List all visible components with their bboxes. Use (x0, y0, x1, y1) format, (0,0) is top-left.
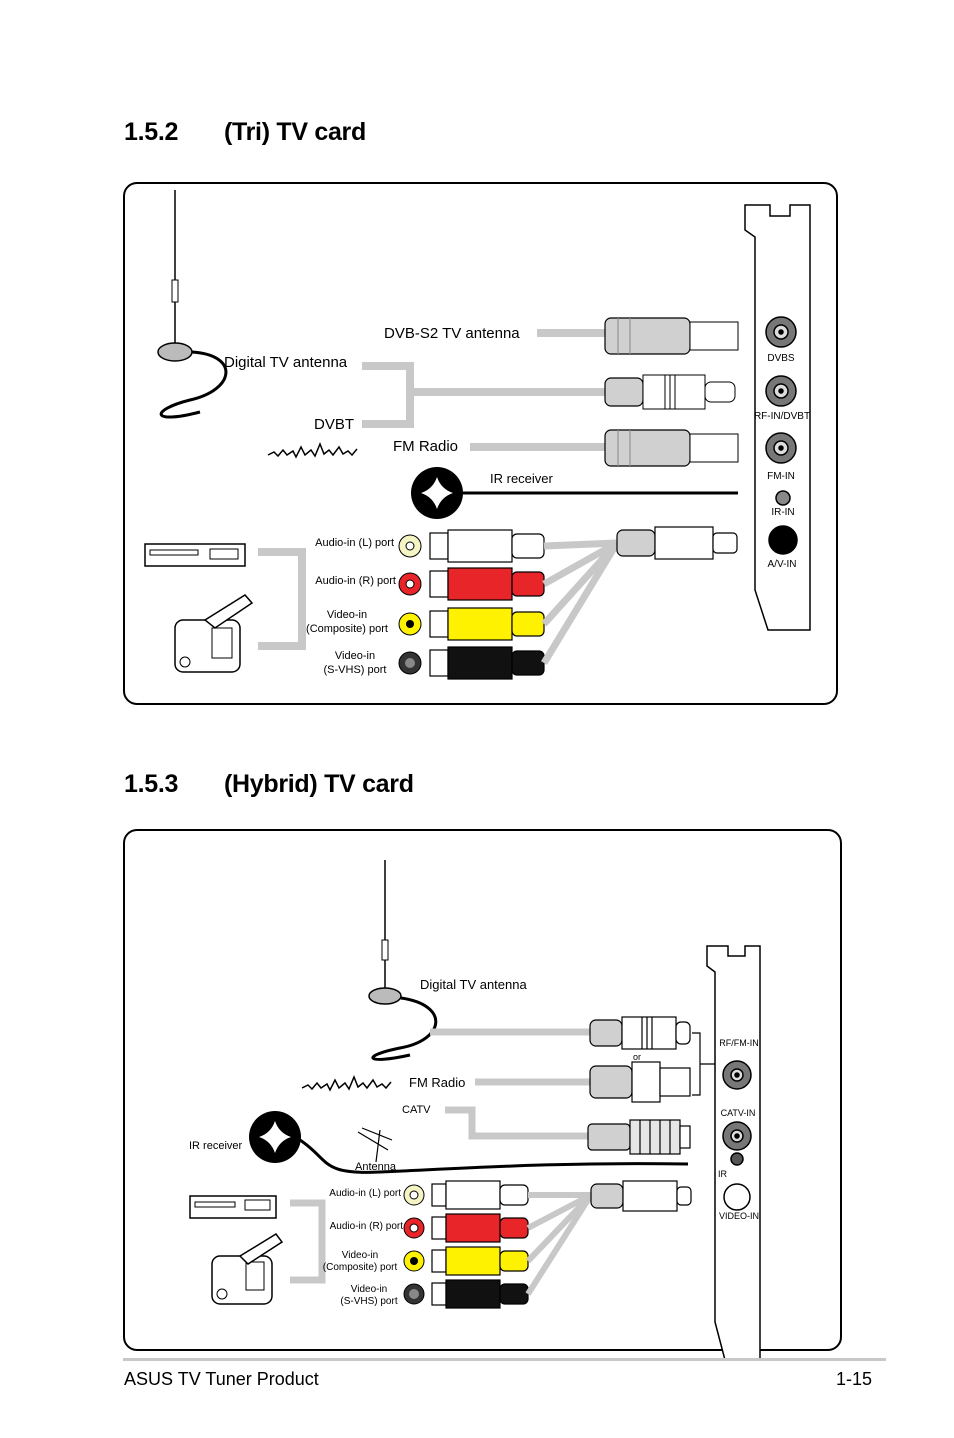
hybrid-fm-connector-1 (589, 1016, 691, 1050)
ir-receiver-icon (411, 467, 738, 519)
port-label-ir-in: IR-IN (771, 507, 795, 518)
hybrid-or-label: or (633, 1052, 642, 1062)
av-ports (398, 534, 422, 675)
vcr-icon (144, 543, 246, 567)
video-svhs-label-1: Video-in (334, 650, 376, 662)
section-heading-tri: 1.5.2 (Tri) TV card (124, 118, 366, 147)
hybrid-pci-bracket (706, 945, 761, 1361)
hybrid-audio-r-label: Audio-in (R) port (329, 1221, 403, 1232)
av-ports-hybrid (403, 1184, 425, 1305)
port-label-catv-in: CATV-IN (720, 1108, 756, 1118)
footer-product: ASUS TV Tuner Product (124, 1369, 319, 1389)
hybrid-video-composite-label-1: Video-in (341, 1250, 379, 1261)
port-label-rf-fm-in: RF/FM-IN (719, 1038, 759, 1048)
dvbs-connector (604, 317, 739, 355)
hybrid-video-svhs-label-2: (S-VHS) port (340, 1296, 398, 1307)
section-heading-hybrid: 1.5.3 (Hybrid) TV card (124, 770, 414, 799)
hybrid-audio-l-label: Audio-in (L) port (329, 1188, 401, 1199)
dvbt-connector (604, 374, 736, 410)
svideo-plug-hybrid (590, 1180, 692, 1212)
hybrid-fm-connector-2 (589, 1061, 691, 1103)
dvbs2-antenna-label: DVB-S2 TV antenna (384, 325, 520, 342)
hybrid-video-composite-label-2: (Composite) port (322, 1262, 398, 1273)
port-label-av-in: A/V-IN (767, 559, 797, 570)
section-number: 1.5.2 (124, 118, 179, 146)
footer-rule (123, 1358, 886, 1361)
catv-connector (587, 1119, 691, 1155)
audio-r-label: Audio-in (R) port (315, 575, 396, 587)
port-label-video-in: VIDEO-IN (718, 1211, 759, 1221)
ir-receiver-icon-hybrid (249, 1111, 689, 1174)
hybrid-video-svhs-label-1: Video-in (350, 1284, 388, 1295)
fm-radio-label: FM Radio (393, 438, 459, 455)
camcorder-icon-hybrid (211, 1233, 284, 1305)
port-label-fm-in: FM-IN (767, 471, 795, 482)
dvbt-label: DVBT (314, 416, 355, 433)
tri-pci-bracket (744, 204, 811, 631)
hybrid-digital-antenna-label: Digital TV antenna (420, 977, 527, 992)
port-label-dvbs: DVBS (767, 353, 795, 364)
fm-connector (604, 429, 739, 467)
hybrid-fm-radio-label: FM Radio (409, 1075, 466, 1090)
hybrid-ir-receiver-label: IR receiver (189, 1140, 243, 1152)
port-label-rf-in-dvbt: RF-IN/DVBT (753, 411, 811, 422)
video-svhs-label-2: (S-VHS) port (323, 664, 387, 676)
section-number: 1.5.3 (124, 770, 179, 798)
digital-antenna-label: Digital TV antenna (224, 354, 348, 371)
vcr-icon-hybrid (189, 1195, 277, 1219)
digital-antenna-icon (157, 190, 228, 419)
camcorder-icon (174, 594, 254, 673)
hybrid-catv-label: CATV (402, 1104, 431, 1116)
hybrid-antenna-label: Antenna (355, 1161, 396, 1173)
catv-antenna-icon (357, 1127, 393, 1163)
svideo-plug-tri (616, 526, 738, 560)
port-label-ir: IR (718, 1169, 727, 1179)
video-composite-label-2: (Composite) port (306, 623, 388, 635)
section-title: (Tri) TV card (224, 118, 366, 146)
footer-page-number: 1-15 (836, 1369, 873, 1389)
av-plugs-hybrid (431, 1180, 529, 1309)
av-plugs (429, 529, 545, 680)
section-title: (Hybrid) TV card (224, 770, 414, 798)
video-composite-label-1: Video-in (326, 609, 368, 621)
digital-antenna-icon-hybrid (368, 860, 438, 1061)
ir-receiver-label: IR receiver (490, 471, 553, 486)
audio-l-label: Audio-in (L) port (315, 537, 394, 549)
